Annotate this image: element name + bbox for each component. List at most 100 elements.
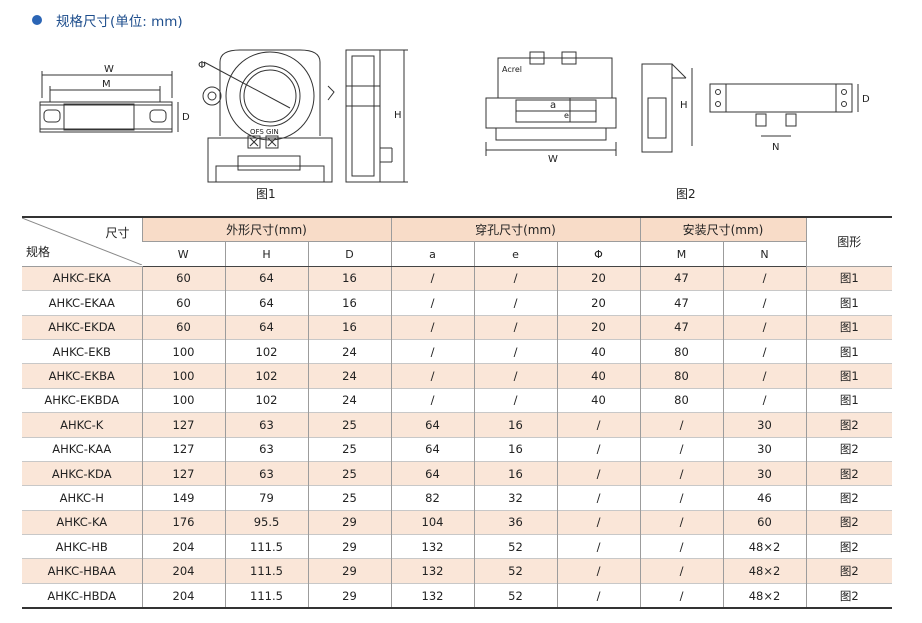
- shape-cell: 图2: [805, 437, 892, 462]
- model-cell: AHKC-HB: [55, 539, 108, 554]
- value-cell: /: [390, 339, 474, 364]
- value-cell: 102: [224, 363, 308, 389]
- value-cell: 47: [639, 290, 723, 316]
- corner-top-label: 尺寸: [105, 226, 130, 240]
- value-cell: 52: [473, 534, 557, 559]
- value-cell: /: [639, 485, 723, 511]
- shape-header: 图形: [805, 217, 892, 267]
- value-cell: 47: [639, 315, 723, 340]
- value-cell: 16: [473, 461, 557, 486]
- shape-cell: 图1: [805, 363, 892, 389]
- model-cell: AHKC-EKA: [22, 266, 142, 291]
- fig1-caption: 图1: [256, 187, 276, 201]
- value-cell: 40: [556, 363, 640, 389]
- value-cell: /: [473, 290, 557, 316]
- value-cell: /: [556, 534, 640, 559]
- value-cell: 40: [556, 388, 640, 413]
- value-cell: 24: [307, 339, 391, 364]
- fig2-bottom-view: [709, 83, 859, 137]
- dim-w-label: W: [104, 64, 114, 75]
- value-cell: 176: [141, 510, 225, 535]
- value-cell: 64: [224, 315, 308, 340]
- value-cell: 204: [141, 583, 225, 609]
- value-cell: 100: [141, 339, 225, 364]
- value-cell: 127: [141, 437, 225, 462]
- value-cell: 48×2: [722, 558, 806, 584]
- ofs-label: OFS: [250, 128, 264, 136]
- value-cell: /: [639, 412, 723, 438]
- model-cell: AHKC-EKB: [52, 344, 111, 359]
- value-cell: 104: [390, 510, 474, 535]
- value-cell: /: [556, 461, 640, 486]
- value-cell: 102: [224, 388, 308, 413]
- value-cell: 25: [307, 485, 391, 511]
- model-cell: AHKC-HBDA: [47, 588, 117, 603]
- value-cell: 25: [307, 461, 391, 486]
- corner-bottom-label: 规格: [26, 244, 51, 259]
- col-header-m: M: [639, 241, 723, 267]
- value-cell: /: [722, 266, 806, 291]
- bullet-icon: [32, 15, 42, 25]
- value-cell: /: [390, 266, 474, 291]
- corner-header: 尺寸 规格: [22, 217, 142, 267]
- gin-label: GIN: [266, 128, 279, 136]
- value-cell: 111.5: [224, 534, 308, 559]
- value-cell: 60: [141, 290, 225, 316]
- model-cell: AHKC-KAA: [52, 442, 112, 457]
- value-cell: /: [390, 363, 474, 389]
- value-cell: /: [556, 510, 640, 535]
- value-cell: /: [390, 290, 474, 316]
- value-cell: 64: [390, 461, 474, 486]
- dim-h-label: H: [394, 110, 402, 121]
- value-cell: /: [722, 315, 806, 340]
- value-cell: 149: [141, 485, 225, 511]
- model-cell: AHKC-K: [22, 412, 142, 438]
- value-cell: 64: [224, 266, 308, 291]
- value-cell: /: [556, 412, 640, 438]
- value-cell: 63: [224, 461, 308, 486]
- value-cell: 30: [722, 412, 806, 438]
- value-cell: 46: [722, 485, 806, 511]
- value-cell: 30: [722, 461, 806, 486]
- value-cell: /: [722, 290, 806, 316]
- value-cell: 24: [307, 363, 391, 389]
- value-cell: /: [473, 266, 557, 291]
- value-cell: 204: [141, 558, 225, 584]
- value-cell: /: [473, 315, 557, 340]
- value-cell: 48×2: [722, 534, 806, 559]
- group-header-outline: 外形尺寸(mm): [141, 217, 391, 243]
- value-cell: 80: [639, 388, 723, 413]
- value-cell: /: [390, 315, 474, 340]
- model-cell: AHKC-H: [59, 490, 104, 505]
- value-cell: /: [556, 437, 640, 462]
- model-cell: AHKC-EKAA: [48, 295, 115, 310]
- dim-n-label: N: [772, 142, 779, 153]
- col-header-d: D: [307, 241, 391, 267]
- value-cell: 52: [473, 558, 557, 584]
- dim-e-label: e: [564, 111, 569, 120]
- col-header-a: a: [390, 241, 474, 267]
- col-header-e: e: [473, 241, 557, 267]
- shape-cell: 图1: [805, 266, 892, 291]
- value-cell: /: [556, 558, 640, 584]
- model-cell: AHKC-EKDA: [22, 315, 142, 340]
- dim-phi-label: Φ: [198, 60, 206, 71]
- value-cell: 24: [307, 388, 391, 413]
- value-cell: /: [639, 437, 723, 462]
- value-cell: 127: [141, 461, 225, 486]
- shape-cell: 图1: [805, 290, 892, 316]
- shape-cell: 图2: [805, 583, 892, 609]
- value-cell: /: [556, 485, 640, 511]
- value-cell: 63: [224, 437, 308, 462]
- model-cell: AHKC-HBAA: [22, 558, 142, 584]
- value-cell: /: [639, 510, 723, 535]
- dim-d-label: D: [182, 112, 190, 123]
- shape-cell: 图1: [805, 315, 892, 340]
- value-cell: 111.5: [224, 583, 308, 609]
